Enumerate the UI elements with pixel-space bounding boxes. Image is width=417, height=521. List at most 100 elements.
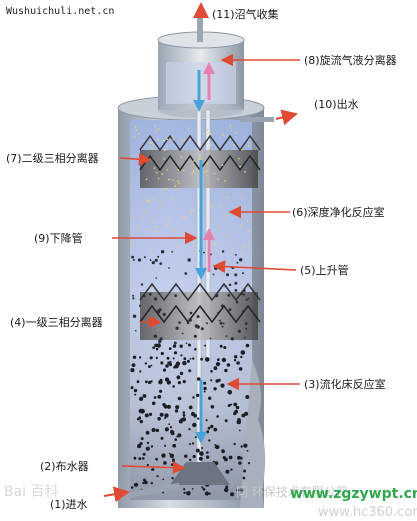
sludge-particle <box>239 258 243 262</box>
fine-particle <box>188 127 190 130</box>
fine-particle <box>214 242 216 244</box>
sludge-particle <box>242 476 246 480</box>
sludge-particle <box>160 351 164 356</box>
sludge-particle <box>244 336 246 339</box>
sludge-particle <box>245 395 250 399</box>
sludge-particle <box>159 337 163 341</box>
sludge-particle <box>148 412 153 416</box>
fine-particle <box>131 245 134 248</box>
sludge-particle <box>193 413 197 418</box>
fine-particle <box>153 167 156 169</box>
sludge-particle <box>227 404 231 407</box>
fine-particle <box>226 236 228 238</box>
sludge-particle <box>187 258 191 262</box>
fine-particle <box>190 210 193 212</box>
sludge-particle <box>214 266 218 270</box>
watermark-url-hc360: www.hc360.com <box>318 505 417 520</box>
sludge-particle <box>138 457 142 461</box>
sludge-particle <box>166 404 171 409</box>
fine-particle <box>229 124 232 126</box>
sludge-particle <box>204 491 209 496</box>
sludge-particle <box>169 453 175 458</box>
sludge-particle <box>151 401 156 406</box>
sludge-particle <box>219 262 222 265</box>
sludge-particle <box>159 412 164 417</box>
sludge-particle <box>140 437 144 441</box>
fine-particle <box>149 250 152 252</box>
fine-particle <box>155 226 157 228</box>
fine-particle <box>150 142 153 144</box>
sludge-particle <box>236 419 242 425</box>
sludge-particle <box>172 443 177 448</box>
fine-particle <box>177 168 180 171</box>
fine-particle <box>141 217 143 219</box>
sludge-particle <box>193 334 197 338</box>
fine-particle <box>238 157 240 160</box>
sludge-particle <box>194 348 197 351</box>
sludge-particle <box>224 368 228 373</box>
sludge-particle <box>237 329 241 333</box>
sludge-particle <box>162 403 166 407</box>
sludge-particle <box>239 488 244 493</box>
sludge-particle <box>159 378 163 382</box>
fine-particle <box>227 214 230 217</box>
sludge-particle <box>199 451 204 456</box>
fine-particle <box>219 204 222 206</box>
fine-particle <box>167 238 170 241</box>
sludge-particle <box>212 273 215 276</box>
sludge-particle <box>130 368 135 373</box>
sludge-particle <box>204 357 210 362</box>
fine-particle <box>206 162 209 165</box>
sludge-particle <box>157 394 162 399</box>
sludge-particle <box>148 292 152 296</box>
sludge-particle <box>234 273 238 277</box>
sludge-particle <box>225 335 228 337</box>
label-fluidized-bed: (3)流化床反应室 <box>304 377 386 391</box>
sludge-particle <box>142 457 145 460</box>
fine-particles <box>131 124 250 255</box>
sludge-particle <box>153 396 157 399</box>
sludge-particle <box>160 361 164 365</box>
fine-particle <box>210 132 212 135</box>
sludge-particle <box>234 409 239 414</box>
sludge-particle <box>235 405 240 410</box>
fine-particle <box>177 188 179 190</box>
sludge-particle <box>215 444 220 450</box>
fine-particle <box>207 148 210 151</box>
fine-particle <box>180 139 183 141</box>
sludge-particle <box>179 344 183 348</box>
fine-particle <box>154 230 156 232</box>
sludge-particle <box>225 485 229 489</box>
sludge-particle <box>188 318 192 322</box>
fine-particle <box>131 242 133 245</box>
fine-particle <box>174 228 176 231</box>
sludge-particle <box>133 482 139 487</box>
fine-particle <box>166 138 169 141</box>
sludge-particle <box>182 360 187 366</box>
fine-particle <box>217 178 219 180</box>
sludge-particle <box>247 297 250 300</box>
sludge-particle <box>200 357 204 361</box>
fine-particle <box>163 158 165 160</box>
sludge-particle <box>158 292 161 295</box>
fine-particle <box>233 144 235 146</box>
fine-particle <box>176 245 179 247</box>
sludge-particle <box>201 447 204 449</box>
sludge-particle <box>164 413 169 418</box>
sludge-particle <box>234 281 238 285</box>
sludge-particle <box>220 304 224 308</box>
sludge-particle <box>144 362 148 365</box>
sludge-particle <box>136 380 140 383</box>
fine-particle <box>203 132 205 135</box>
sludge-particle <box>131 363 136 367</box>
sludge-particle <box>217 311 220 314</box>
fine-particle <box>224 180 226 182</box>
sludge-particle <box>144 413 149 418</box>
sludge-particle <box>208 396 212 400</box>
sludge-particle <box>242 289 246 292</box>
fine-particle <box>184 216 186 218</box>
fine-particle <box>134 126 137 128</box>
sludge-particle <box>132 258 135 261</box>
sludge-particle <box>157 255 160 258</box>
sludge-particle <box>170 463 174 466</box>
